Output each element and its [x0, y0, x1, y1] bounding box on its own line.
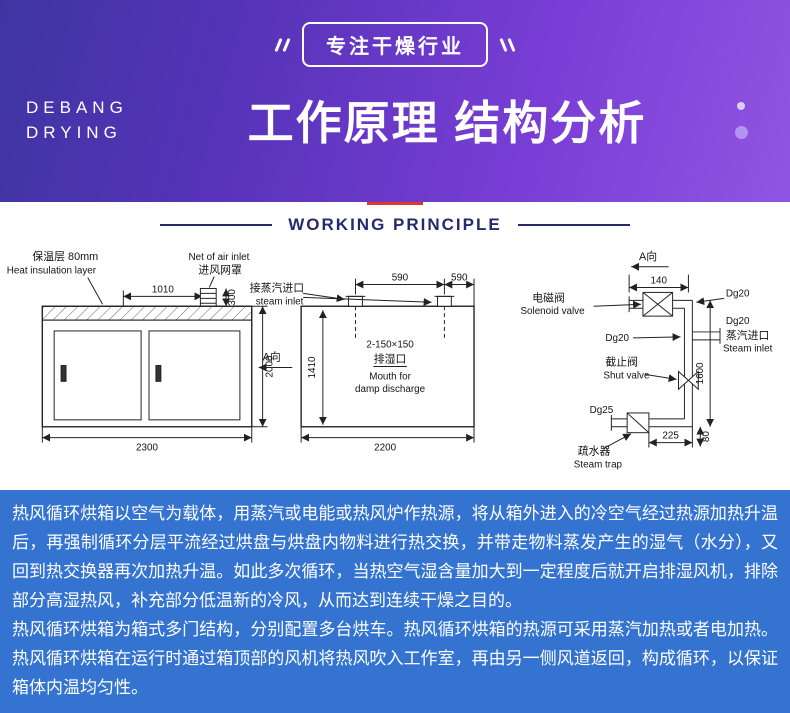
- shut-valve-label-en: Shut valve: [603, 370, 650, 381]
- steam-trap-label-cn: 疏水器: [578, 443, 611, 457]
- subtitle-strip: WORKING PRINCIPLE: [0, 202, 790, 245]
- steam-inlet-label-cn: 接蒸汽进口: [250, 280, 304, 294]
- dg20-steam-label: Dg20: [726, 316, 750, 327]
- view-a-label: A向: [263, 350, 281, 364]
- dim-140: 140: [651, 276, 668, 287]
- red-accent-line: [367, 202, 423, 205]
- solenoid-valve-label-cn: 电磁阀: [532, 290, 565, 304]
- steam-inlet-right-label-cn: 蒸汽进口: [726, 328, 769, 342]
- damp-outlet-label-en-2: damp discharge: [355, 384, 426, 395]
- subtitle-right-line: [517, 224, 630, 226]
- insulation-band: [41, 305, 253, 321]
- brand-line-2: DRYING: [26, 123, 122, 142]
- brand-logo: DEBANG DRYING: [26, 95, 176, 146]
- view-a-label-right: A向: [639, 249, 657, 263]
- dim-590-1: 590: [392, 273, 409, 284]
- subtitle-left-line: [160, 224, 273, 226]
- air-inlet-grille-icon: [199, 287, 217, 307]
- side-view-drawing: 590 590 接蒸汽进口 steam inlet 2-150×150 排湿口 …: [250, 273, 475, 453]
- page-title: 工作原理 结构分析: [247, 97, 647, 149]
- insulation-label-en: Heat insulation layer: [7, 266, 97, 277]
- hero-banner: 专注干燥行业 DEBANG DRYING 工作原理 结构分析: [0, 0, 790, 202]
- left-door: [53, 330, 142, 421]
- damp-size-label: 2-150×150: [366, 340, 414, 351]
- air-inlet-label-en: Net of air inlet: [189, 252, 250, 263]
- right-door-handle: [155, 365, 162, 382]
- paragraph-2: 热风循环烘箱为箱式多门结构，分别配置多台烘车。热风循环烘箱的热源可采用蒸汽加热或…: [12, 620, 778, 697]
- dg25-label: Dg25: [590, 405, 614, 416]
- solenoid-valve-symbol: [642, 291, 674, 317]
- dim-1600: 1600: [695, 362, 706, 384]
- dim-2300: 2300: [136, 442, 158, 453]
- dim-225: 225: [662, 431, 679, 442]
- damp-outlet-label-cn: 排湿口: [374, 352, 407, 366]
- large-dot: [734, 125, 748, 139]
- solenoid-valve-label-en: Solenoid valve: [520, 306, 585, 317]
- subtitle-row: WORKING PRINCIPLE: [0, 202, 790, 235]
- industry-badge-label: 专注干燥行业: [326, 36, 464, 58]
- dim-1010: 1010: [152, 284, 174, 295]
- brand-line-1: DEBANG: [26, 97, 128, 117]
- left-door-handle: [60, 365, 67, 382]
- badge-right-ticks: [499, 37, 516, 52]
- air-inlet-label-cn: 进风网罩: [198, 264, 242, 277]
- front-view-drawing: 保温层 80mm Heat insulation layer 1010 Net …: [7, 249, 276, 454]
- damp-outlet-label-en-1: Mouth for: [369, 371, 411, 382]
- right-door: [148, 330, 241, 421]
- dim-590-2: 590: [451, 273, 468, 284]
- shut-valve-label-cn: 截止阀: [605, 355, 638, 369]
- dim-2200: 2200: [374, 442, 396, 453]
- cabinet-outline: [41, 305, 253, 428]
- small-dot: [737, 101, 745, 110]
- steam-inlet-label-en: steam inlet: [256, 296, 304, 307]
- piping-detail-drawing: A向 140 电磁阀 Solenoid valve Dg20: [520, 249, 772, 470]
- dg20-left-label: Dg20: [605, 333, 629, 344]
- dim-80: 80: [701, 431, 712, 442]
- dg20-top-label: Dg20: [726, 288, 750, 299]
- shut-valve-symbol: [678, 370, 699, 391]
- industry-badge: 专注干燥行业: [302, 22, 488, 67]
- dim-300: 300: [227, 289, 238, 306]
- paragraph-1: 热风循环烘箱以空气为载体，用蒸汽或电能或热风炉作热源，将从箱外进入的冷空气经过热…: [12, 504, 778, 610]
- steam-trap-label-en: Steam trap: [574, 459, 623, 470]
- steam-trap-symbol: [626, 412, 650, 434]
- decorative-dots: [718, 101, 764, 139]
- description-panel: 热风循环烘箱以空气为载体，用蒸汽或电能或热风炉作热源，将从箱外进入的冷空气经过热…: [0, 490, 790, 713]
- badge-row: 专注干燥行业: [0, 22, 790, 67]
- insulation-label-cn: 保温层 80mm: [32, 249, 98, 263]
- technical-drawings-panel: 保温层 80mm Heat insulation layer 1010 Net …: [0, 245, 790, 490]
- subtitle: WORKING PRINCIPLE: [288, 215, 502, 234]
- working-principle-drawing: 保温层 80mm Heat insulation layer 1010 Net …: [7, 249, 773, 470]
- steam-inlet-right-label-en: Steam inlet: [723, 344, 773, 355]
- dim-1410: 1410: [307, 356, 318, 378]
- hero-main-row: DEBANG DRYING 工作原理 结构分析: [0, 87, 790, 153]
- dim-2000: 2000: [265, 355, 276, 377]
- badge-left-ticks: [274, 37, 291, 52]
